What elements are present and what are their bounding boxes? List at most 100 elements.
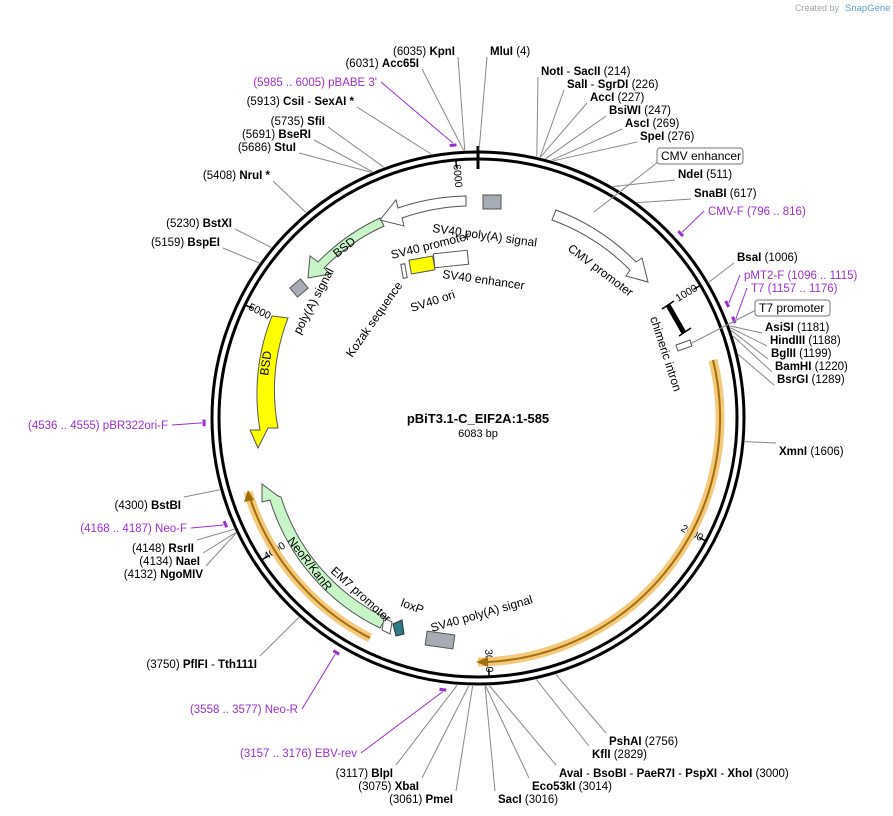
insert-arc[interactable] bbox=[485, 359, 721, 663]
site-label-kfli[interactable]: KflI (2829) bbox=[592, 749, 647, 761]
primer-label-pbabe3[interactable]: (5985 .. 6005) pBABE 3' bbox=[253, 77, 377, 89]
site-label-snabi[interactable]: SnaBI (617) bbox=[694, 188, 757, 200]
site-part: - bbox=[587, 79, 597, 91]
site-label-bsai[interactable]: BsaI (1006) bbox=[737, 252, 798, 264]
site-label-xbai[interactable]: (3075) XbaI bbox=[358, 781, 419, 793]
tick-label-1000: 1000 bbox=[673, 282, 699, 304]
loxp-feature[interactable] bbox=[392, 619, 405, 637]
site-label-hindiii[interactable]: HindIII (1188) bbox=[770, 335, 841, 347]
site-leader-sfii bbox=[327, 126, 385, 168]
bsd-feature[interactable] bbox=[307, 217, 385, 279]
site-part: SacI bbox=[498, 794, 522, 806]
site-label-csii[interactable]: (5913) CsiI - SexAI * bbox=[247, 96, 355, 108]
site-label-eco53ki[interactable]: Eco53kI (3014) bbox=[532, 781, 612, 793]
site-part: (5691) bbox=[242, 129, 278, 141]
site-label-bsiwi[interactable]: BsiWI (247) bbox=[609, 105, 671, 117]
site-part: (4134) bbox=[139, 556, 175, 568]
site-label-bspei[interactable]: (5159) BspEI bbox=[151, 237, 220, 249]
insert2-arc[interactable] bbox=[249, 497, 371, 639]
terminator-bottom[interactable] bbox=[424, 630, 456, 650]
site-label-naei[interactable]: (4134) NaeI bbox=[139, 556, 200, 568]
site-part: Acc65I bbox=[382, 58, 419, 70]
site-part: XbaI bbox=[395, 781, 419, 793]
terminator-left[interactable] bbox=[289, 278, 309, 298]
site-label-acci[interactable]: AccI (227) bbox=[590, 92, 645, 104]
site-label-noti[interactable]: NotI - SacII (214) bbox=[541, 66, 631, 78]
em7-feature[interactable] bbox=[381, 617, 393, 635]
site-label-blpi[interactable]: (3117) BlpI bbox=[336, 768, 393, 780]
site-label-ngomiv[interactable]: (4132) NgoMIV bbox=[124, 569, 204, 581]
site-label-bseri[interactable]: (5691) BseRI bbox=[242, 129, 311, 141]
site-label-spei[interactable]: SpeI (276) bbox=[640, 131, 695, 143]
site-label-bstbi[interactable]: (4300) BstBI bbox=[115, 500, 181, 512]
t7-promoter-boxed[interactable]: T7 promoter bbox=[689, 299, 831, 345]
site-label-rsrii[interactable]: (4148) RsrII bbox=[132, 543, 194, 555]
site-label-asisi[interactable]: AsiSI (1181) bbox=[765, 322, 830, 334]
site-label-bglii[interactable]: BglII (1199) bbox=[771, 348, 832, 360]
site-part: XmnI bbox=[779, 446, 807, 458]
site-label-kpni[interactable]: (6035) KpnI bbox=[393, 46, 455, 58]
sv40-enhancer-feature[interactable] bbox=[432, 249, 470, 269]
site-part: (269) bbox=[649, 118, 679, 130]
kozak-feature[interactable] bbox=[400, 263, 408, 279]
primer-mark-t7[interactable] bbox=[731, 316, 737, 324]
site-label-bstxi[interactable]: (5230) BstXI bbox=[166, 218, 232, 230]
site-label-stui[interactable]: (5686) StuI bbox=[238, 142, 296, 154]
site-part: - bbox=[583, 768, 593, 780]
site-label-acc65i[interactable]: (6031) Acc65I bbox=[345, 58, 419, 70]
site-part: CsiI bbox=[283, 96, 304, 108]
site-leader-acc65i bbox=[421, 68, 465, 151]
site-label-bamhi[interactable]: BamHI (1220) bbox=[775, 361, 848, 373]
site-part: (4) bbox=[513, 46, 530, 58]
primer-label-cmvf[interactable]: CMV-F (796 .. 816) bbox=[708, 206, 806, 218]
primer-mark-ebvrev[interactable] bbox=[439, 687, 447, 692]
site-part: SnaBI bbox=[694, 188, 727, 200]
ori-feature[interactable] bbox=[249, 315, 289, 450]
site-label-pshai[interactable]: PshAI (2756) bbox=[609, 736, 678, 748]
primer-label-ebvrev[interactable]: (3157 .. 3176) EBV-rev bbox=[240, 748, 357, 760]
site-label-asci[interactable]: AscI (269) bbox=[625, 118, 680, 130]
site-part: (4148) bbox=[132, 543, 168, 555]
site-label-xmni[interactable]: XmnI (1606) bbox=[779, 446, 844, 458]
site-label-mlui[interactable]: MluI (4) bbox=[490, 46, 530, 58]
cmv-enhancer-boxed[interactable]: CMV enhancer bbox=[593, 147, 744, 213]
chimeric-intron-bar[interactable] bbox=[665, 303, 687, 335]
cmv-enhancer-box-label: CMV enhancer bbox=[661, 149, 741, 163]
site-label-ndei[interactable]: NdeI (511) bbox=[678, 169, 732, 181]
primer-label-t7[interactable]: T7 (1157 .. 1176) bbox=[751, 283, 838, 295]
primer-mark-pmt2f[interactable] bbox=[724, 300, 730, 308]
sv40-polya-top-feature[interactable] bbox=[379, 195, 467, 227]
sv40-polya-bot-label: SV40 poly(A) signal bbox=[429, 592, 534, 635]
t7-promoter-box-label: T7 promoter bbox=[759, 301, 824, 315]
primer-mark-neof[interactable] bbox=[222, 520, 229, 528]
site-label-nrui[interactable]: (5408) NruI * bbox=[203, 170, 271, 182]
sv40-ori-feature[interactable] bbox=[408, 255, 436, 275]
site-label-saci[interactable]: SacI (3016) bbox=[498, 794, 558, 806]
cmv-promoter-feature[interactable] bbox=[551, 209, 649, 283]
site-part: (1289) bbox=[808, 374, 845, 386]
site-part: AccI bbox=[590, 92, 614, 104]
primer-leader-pbabe3 bbox=[380, 81, 454, 144]
primer-group: (5985 .. 6005) pBABE 3' CMV-F (796 .. 816… bbox=[28, 77, 858, 760]
site-part: NgoMIV bbox=[160, 569, 203, 581]
primer-label-neor[interactable]: (3558 .. 3577) Neo-R bbox=[190, 704, 298, 716]
primer-label-neof[interactable]: (4168 .. 4187) Neo-F bbox=[80, 523, 187, 535]
primer-label-pbr322[interactable]: (4536 .. 4555) pBR322ori-F bbox=[28, 420, 168, 432]
site-label-pmei[interactable]: (3061) PmeI bbox=[389, 794, 453, 806]
primer-mark-pbabe3[interactable] bbox=[449, 143, 457, 147]
neokan-feature[interactable] bbox=[261, 483, 387, 629]
site-part: AsiSI bbox=[765, 322, 794, 334]
tick-mark-2000 bbox=[698, 536, 707, 542]
site-label-sali[interactable]: SalI - SgrDI (226) bbox=[567, 79, 659, 91]
site-label-avai[interactable]: AvaI - BsoBI - PaeR7I - PspXI - XhoI (30… bbox=[559, 768, 789, 780]
primer-mark-cmvf[interactable] bbox=[677, 230, 685, 238]
t7-promoter-feature[interactable] bbox=[675, 339, 693, 352]
site-leader-snabi bbox=[637, 198, 692, 204]
site-label-sfii[interactable]: (5735) SfiI bbox=[271, 116, 325, 128]
terminator-top[interactable] bbox=[482, 194, 502, 210]
site-part: NotI bbox=[541, 66, 563, 78]
primer-label-pmt2f[interactable]: pMT2-F (1096 .. 1115) bbox=[744, 270, 858, 282]
site-label-bsrgi[interactable]: BsrGI (1289) bbox=[777, 374, 845, 386]
primer-mark-neor[interactable] bbox=[332, 649, 340, 656]
site-label-pflfi[interactable]: (3750) PflFI - Tth111I bbox=[146, 659, 257, 671]
